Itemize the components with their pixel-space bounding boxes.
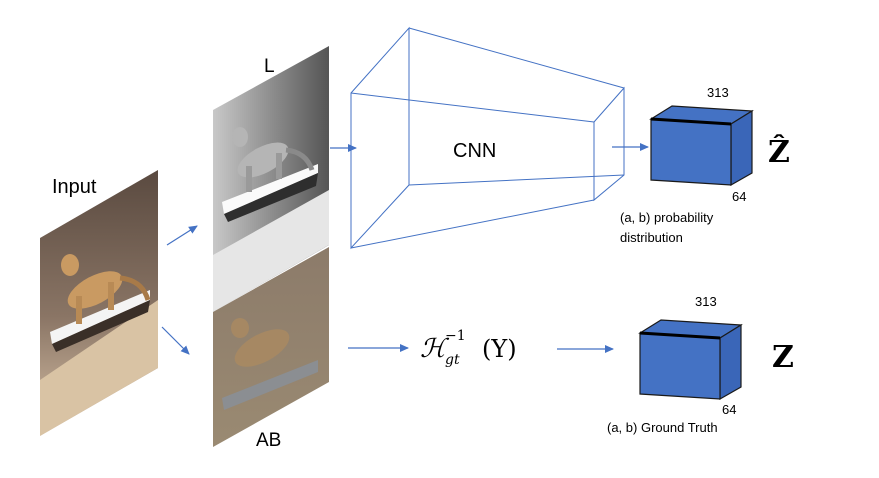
- encoding-sup: −1: [445, 328, 466, 344]
- arrow-input-to-l: [166, 225, 198, 246]
- encoding-arg: (Y): [482, 335, 517, 363]
- gt-tensor: [638, 319, 743, 401]
- gt-dim-top: 313: [695, 294, 717, 309]
- prob-caption-line2: distribution: [620, 230, 683, 245]
- encoding-fn: ℋ: [420, 334, 450, 364]
- z-hat-label: Ẑ: [768, 134, 790, 170]
- l-label: L: [264, 56, 275, 77]
- prob-dim-top: 313: [707, 85, 729, 100]
- cnn-label: CNN: [453, 140, 496, 162]
- ab-label: AB: [256, 430, 281, 451]
- gt-caption: (a, b) Ground Truth: [607, 420, 718, 435]
- z-label: Z: [772, 340, 794, 375]
- gt-dim-side: 64: [722, 402, 736, 417]
- cnn-wireframe: [350, 26, 625, 250]
- prob-dim-side: 64: [732, 189, 746, 204]
- input-image: [40, 170, 158, 436]
- prob-tensor: [649, 105, 754, 187]
- input-label: Input: [52, 176, 97, 198]
- prob-caption-line1: (a, b) probability: [620, 210, 714, 225]
- encoding-formula: ℋ −1 gt (Y): [420, 328, 517, 368]
- arrow-input-to-ab: [161, 326, 190, 355]
- encoding-sub: gt: [445, 352, 460, 368]
